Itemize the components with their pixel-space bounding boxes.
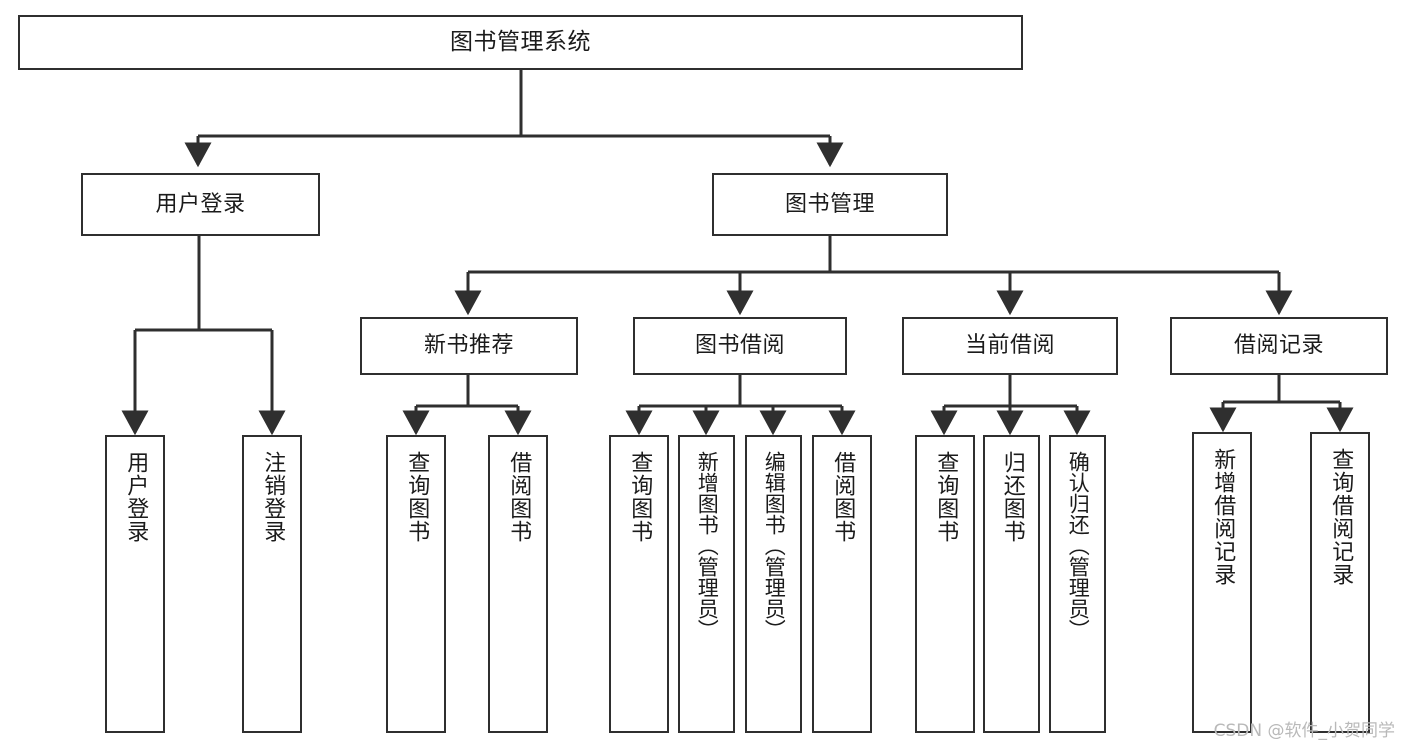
- node-book-borrow[interactable]: 图书借阅: [633, 317, 847, 375]
- node-book-management-label: 图书管理: [784, 191, 875, 217]
- node-leaf-query-book-recommend-label: 查询图书: [404, 451, 430, 543]
- node-root-label: 图书管理系统: [450, 28, 591, 55]
- node-leaf-query-book-current-label: 查询图书: [933, 451, 959, 543]
- node-leaf-query-book-borrow-label: 查询图书: [627, 451, 653, 543]
- node-book-borrow-label: 图书借阅: [694, 333, 785, 359]
- csdn-watermark: CSDN @软件_小贺同学: [1213, 721, 1395, 741]
- node-leaf-user-login[interactable]: 用户登录: [105, 435, 165, 733]
- node-leaf-borrow-book-recommend[interactable]: 借阅图书: [488, 435, 548, 733]
- node-borrow-record-label: 借阅记录: [1233, 333, 1324, 359]
- node-leaf-return-book-label: 归还图书: [999, 451, 1025, 543]
- node-leaf-user-login-label: 用户登录: [123, 451, 149, 543]
- node-book-management[interactable]: 图书管理: [712, 173, 948, 236]
- node-leaf-add-borrow-record[interactable]: 新增借阅记录: [1192, 432, 1252, 733]
- node-user-login[interactable]: 用户登录: [81, 173, 320, 236]
- node-leaf-add-book-admin-label: 新增图书（管理员）: [695, 451, 720, 640]
- node-user-login-label: 用户登录: [155, 191, 246, 217]
- node-leaf-borrow-book-recommend-label: 借阅图书: [506, 451, 532, 543]
- node-leaf-edit-book-admin-label: 编辑图书（管理员）: [762, 451, 787, 640]
- node-new-book-recommend-label: 新书推荐: [423, 333, 514, 359]
- node-leaf-query-borrow-record-label: 查询借阅记录: [1328, 448, 1354, 586]
- node-leaf-confirm-return-admin-label: 确认归还（管理员）: [1066, 451, 1091, 640]
- node-leaf-confirm-return-admin[interactable]: 确认归还（管理员）: [1049, 435, 1106, 733]
- node-new-book-recommend[interactable]: 新书推荐: [360, 317, 578, 375]
- node-leaf-borrow-book[interactable]: 借阅图书: [812, 435, 872, 733]
- node-leaf-borrow-book-label: 借阅图书: [830, 451, 856, 543]
- node-root[interactable]: 图书管理系统: [18, 15, 1023, 70]
- node-leaf-query-borrow-record[interactable]: 查询借阅记录: [1310, 432, 1370, 733]
- node-leaf-query-book-current[interactable]: 查询图书: [915, 435, 975, 733]
- node-leaf-query-book-recommend[interactable]: 查询图书: [386, 435, 446, 733]
- node-current-borrow-label: 当前借阅: [964, 333, 1055, 359]
- node-current-borrow[interactable]: 当前借阅: [902, 317, 1118, 375]
- node-leaf-logout[interactable]: 注销登录: [242, 435, 302, 733]
- node-leaf-edit-book-admin[interactable]: 编辑图书（管理员）: [745, 435, 802, 733]
- node-borrow-record[interactable]: 借阅记录: [1170, 317, 1388, 375]
- node-leaf-return-book[interactable]: 归还图书: [983, 435, 1040, 733]
- node-leaf-logout-label: 注销登录: [260, 451, 286, 543]
- node-leaf-add-book-admin[interactable]: 新增图书（管理员）: [678, 435, 735, 733]
- node-leaf-add-borrow-record-label: 新增借阅记录: [1210, 448, 1236, 586]
- node-leaf-query-book-borrow[interactable]: 查询图书: [609, 435, 669, 733]
